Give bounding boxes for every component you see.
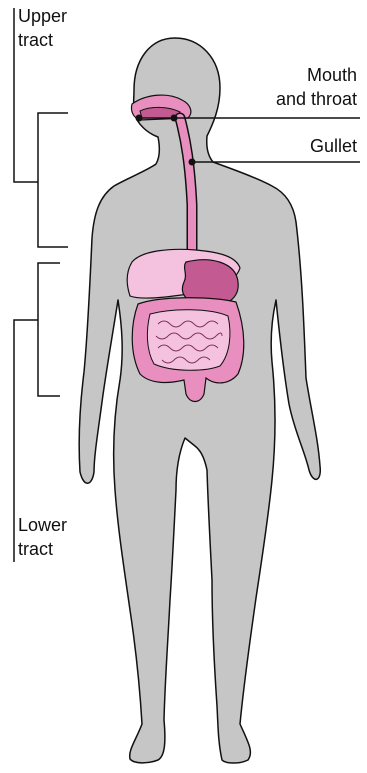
- gullet-leader-dot: [189, 159, 196, 166]
- mouth-throat-label: Mouth and throat: [276, 63, 357, 111]
- mouth-throat-label-line-2: and throat: [276, 87, 357, 111]
- gullet-label: Gullet: [310, 134, 357, 158]
- upper-tract-label: Upper tract: [18, 4, 67, 52]
- mouth-leader-dot: [136, 115, 143, 122]
- gullet-label-text: Gullet: [310, 134, 357, 158]
- lower-tract-label-line-2: tract: [18, 537, 67, 561]
- lower-tract-label: Lower tract: [18, 513, 67, 561]
- small-intestine-shape: [147, 310, 230, 371]
- throat-leader-dot: [171, 115, 178, 122]
- lower-tract-label-line-1: Lower: [18, 513, 67, 537]
- upper-tract-label-line-1: Upper: [18, 4, 67, 28]
- upper-tract-label-line-2: tract: [18, 28, 67, 52]
- upper-tract-inner-bracket: [38, 113, 68, 247]
- lower-tract-inner-bracket: [38, 263, 60, 396]
- mouth-throat-label-line-1: Mouth: [276, 63, 357, 87]
